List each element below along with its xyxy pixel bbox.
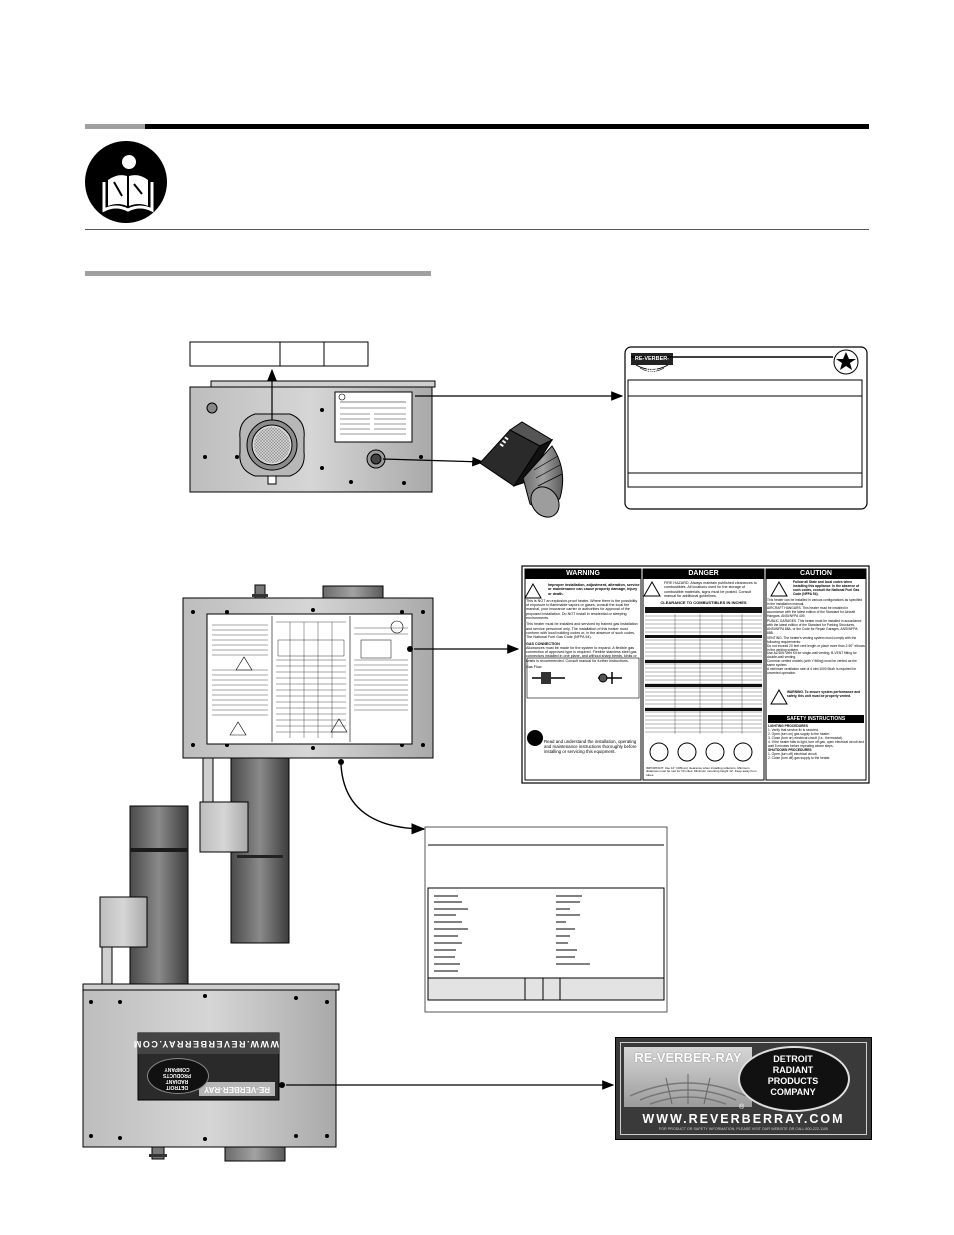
caution-lead: Follow all State and local codes when in… xyxy=(793,580,860,596)
vent-item-1: Do not exceed 20 feet vent length or pla… xyxy=(767,643,865,652)
shutdown-step-2: 2. Close (turn off) gas supply to the he… xyxy=(768,756,831,761)
middle-heater-body xyxy=(182,584,520,759)
caution-column: CAUTION Follow all State and local codes… xyxy=(767,569,865,780)
spec-plate-callout xyxy=(424,826,668,1013)
vent-item-2: Use AZ/DIN Vent Kit for single-wall vent… xyxy=(767,651,857,660)
top-burner-box xyxy=(189,341,624,493)
caution-body1: This heater can be installed in various … xyxy=(767,597,863,606)
caution-garages: PUBLIC GARAGES. This heater must be inst… xyxy=(767,619,862,635)
hero-sign-brand: RE-VERBER-RAY xyxy=(634,1050,742,1065)
danger-title: DANGER xyxy=(688,570,719,577)
hero-sign-line-4: COMPANY xyxy=(770,1087,816,1097)
small-sign-line-3: PRODUCTS xyxy=(162,1072,192,1078)
lighting-step-4: 4. If the heater fails to light, turn of… xyxy=(768,739,864,748)
small-brand-sign: RE-VERBER-RAY DETROIT RADIANT PRODUCTS C… xyxy=(132,1033,279,1100)
lighting-step-1: 1. Verify that service fix is secured. xyxy=(768,727,819,732)
caution-title: CAUTION xyxy=(800,570,832,577)
danger-lead: FIRE HAZARD. Always maintain published c… xyxy=(664,581,757,598)
safety-instructions-body: LIGHTING PROCEDURES 1. Verify that servi… xyxy=(768,724,864,761)
danger-column: DANGER FIRE HAZARD. Always maintain publ… xyxy=(644,569,763,780)
lighting-step-3: 3. Close (turn on) electrical circuit (i… xyxy=(768,735,843,740)
section-rule xyxy=(85,271,431,276)
header-rule-black xyxy=(145,124,869,129)
header-thin-rule xyxy=(85,229,869,230)
lighting-title: LIGHTING PROCEDURES xyxy=(768,724,808,728)
hero-sign-rays xyxy=(629,1074,747,1105)
gas-fitting: ▮ ▮ ▮ xyxy=(479,421,564,518)
small-sign-url: WWW.REVERBERRAY.COM xyxy=(132,1039,279,1049)
header-rule-gray xyxy=(85,124,145,129)
small-sign-brand: RE-VERBER-RAY xyxy=(204,1085,270,1094)
hero-sign-oval xyxy=(738,1046,850,1112)
hero-sign-inner-border xyxy=(620,1042,867,1135)
gas-flow-label: Gas Flow xyxy=(526,665,542,670)
warning-lead: Improper installation, adjustment, alter… xyxy=(548,583,640,596)
hero-sign-circle-text: DETROIT RADIANT PRODUCTS COMPANY xyxy=(751,1054,835,1098)
small-sign-line-4: COMPANY xyxy=(164,1066,190,1072)
registered-mark: ® xyxy=(739,1104,745,1111)
flue-pipes xyxy=(99,757,290,990)
shutdown-step-1: 1. Open (turn off) electrical circuit. xyxy=(768,752,818,757)
vent-item-4: A minimum ventilation rate of 4 cfm/1000… xyxy=(767,667,857,675)
warning-panel-frame xyxy=(521,565,870,784)
danger-important: IMPORTANT: Use 12" (305mm) clearance whe… xyxy=(646,766,757,777)
small-sign-circle-text: DETROIT RADIANT PRODUCTS COMPANY xyxy=(155,1066,199,1090)
rating-plate-callout xyxy=(624,346,868,510)
warning-body2: This heater must be installed and servic… xyxy=(526,622,638,640)
hero-sign-line-3: PRODUCTS xyxy=(767,1076,819,1086)
hero-sign-line-2: RADIANT xyxy=(772,1065,814,1075)
gas-connection-title: GAS CONNECTION xyxy=(526,641,560,646)
shutdown-title: SHUTDOWN PROCEDURES xyxy=(768,748,812,753)
rating-plate-brand: RE-VERBER-RAY xyxy=(634,356,670,374)
small-sign-line-2: RADIANT xyxy=(165,1078,189,1084)
hero-sign-line-1: DETROIT xyxy=(773,1054,813,1064)
vent-item-3: Common vented models (with Y fitting) mu… xyxy=(767,659,857,668)
hero-brand-sign: RE-VERBER-RAY DETROIT RADIANT PRODUCTS C… xyxy=(615,1037,872,1140)
hero-sign-footnote: FOR PRODUCT OR SAFETY INFORMATION, PLEAS… xyxy=(658,1127,829,1131)
safety-instructions-title: SAFETY INSTRUCTIONS xyxy=(786,716,846,722)
clearance-table-title: CLEARANCE TO COMBUSTIBLES IN INCHES xyxy=(660,600,747,605)
caution-aircraft: AIRCRAFT HANGARS. This heater must be in… xyxy=(767,606,856,619)
caution-warn2: WARNING. To ensure system performance an… xyxy=(787,690,861,698)
small-sign-line-1: DETROIT xyxy=(166,1084,188,1090)
warning-column: WARNING Improper installation, adjustmen… xyxy=(526,569,640,780)
read-manual-icon xyxy=(84,140,168,224)
hero-sign-url: WWW.REVERBERRAY.COM xyxy=(642,1112,845,1126)
warning-body1: This is NOT an explosion-proof heater. W… xyxy=(526,598,638,621)
caution-venting: VENTING. The heater's venting system mus… xyxy=(767,635,857,644)
svg-text:▮ ▮ ▮: ▮ ▮ ▮ xyxy=(499,435,510,448)
gas-connection-body: Allowances must be made for the system t… xyxy=(526,645,637,663)
warning-title: WARNING xyxy=(566,570,600,577)
read-manual-text: Read and understand the installation, op… xyxy=(544,739,637,754)
lighting-step-2: 2. Open (turn on) gas supply to the heat… xyxy=(768,731,830,736)
